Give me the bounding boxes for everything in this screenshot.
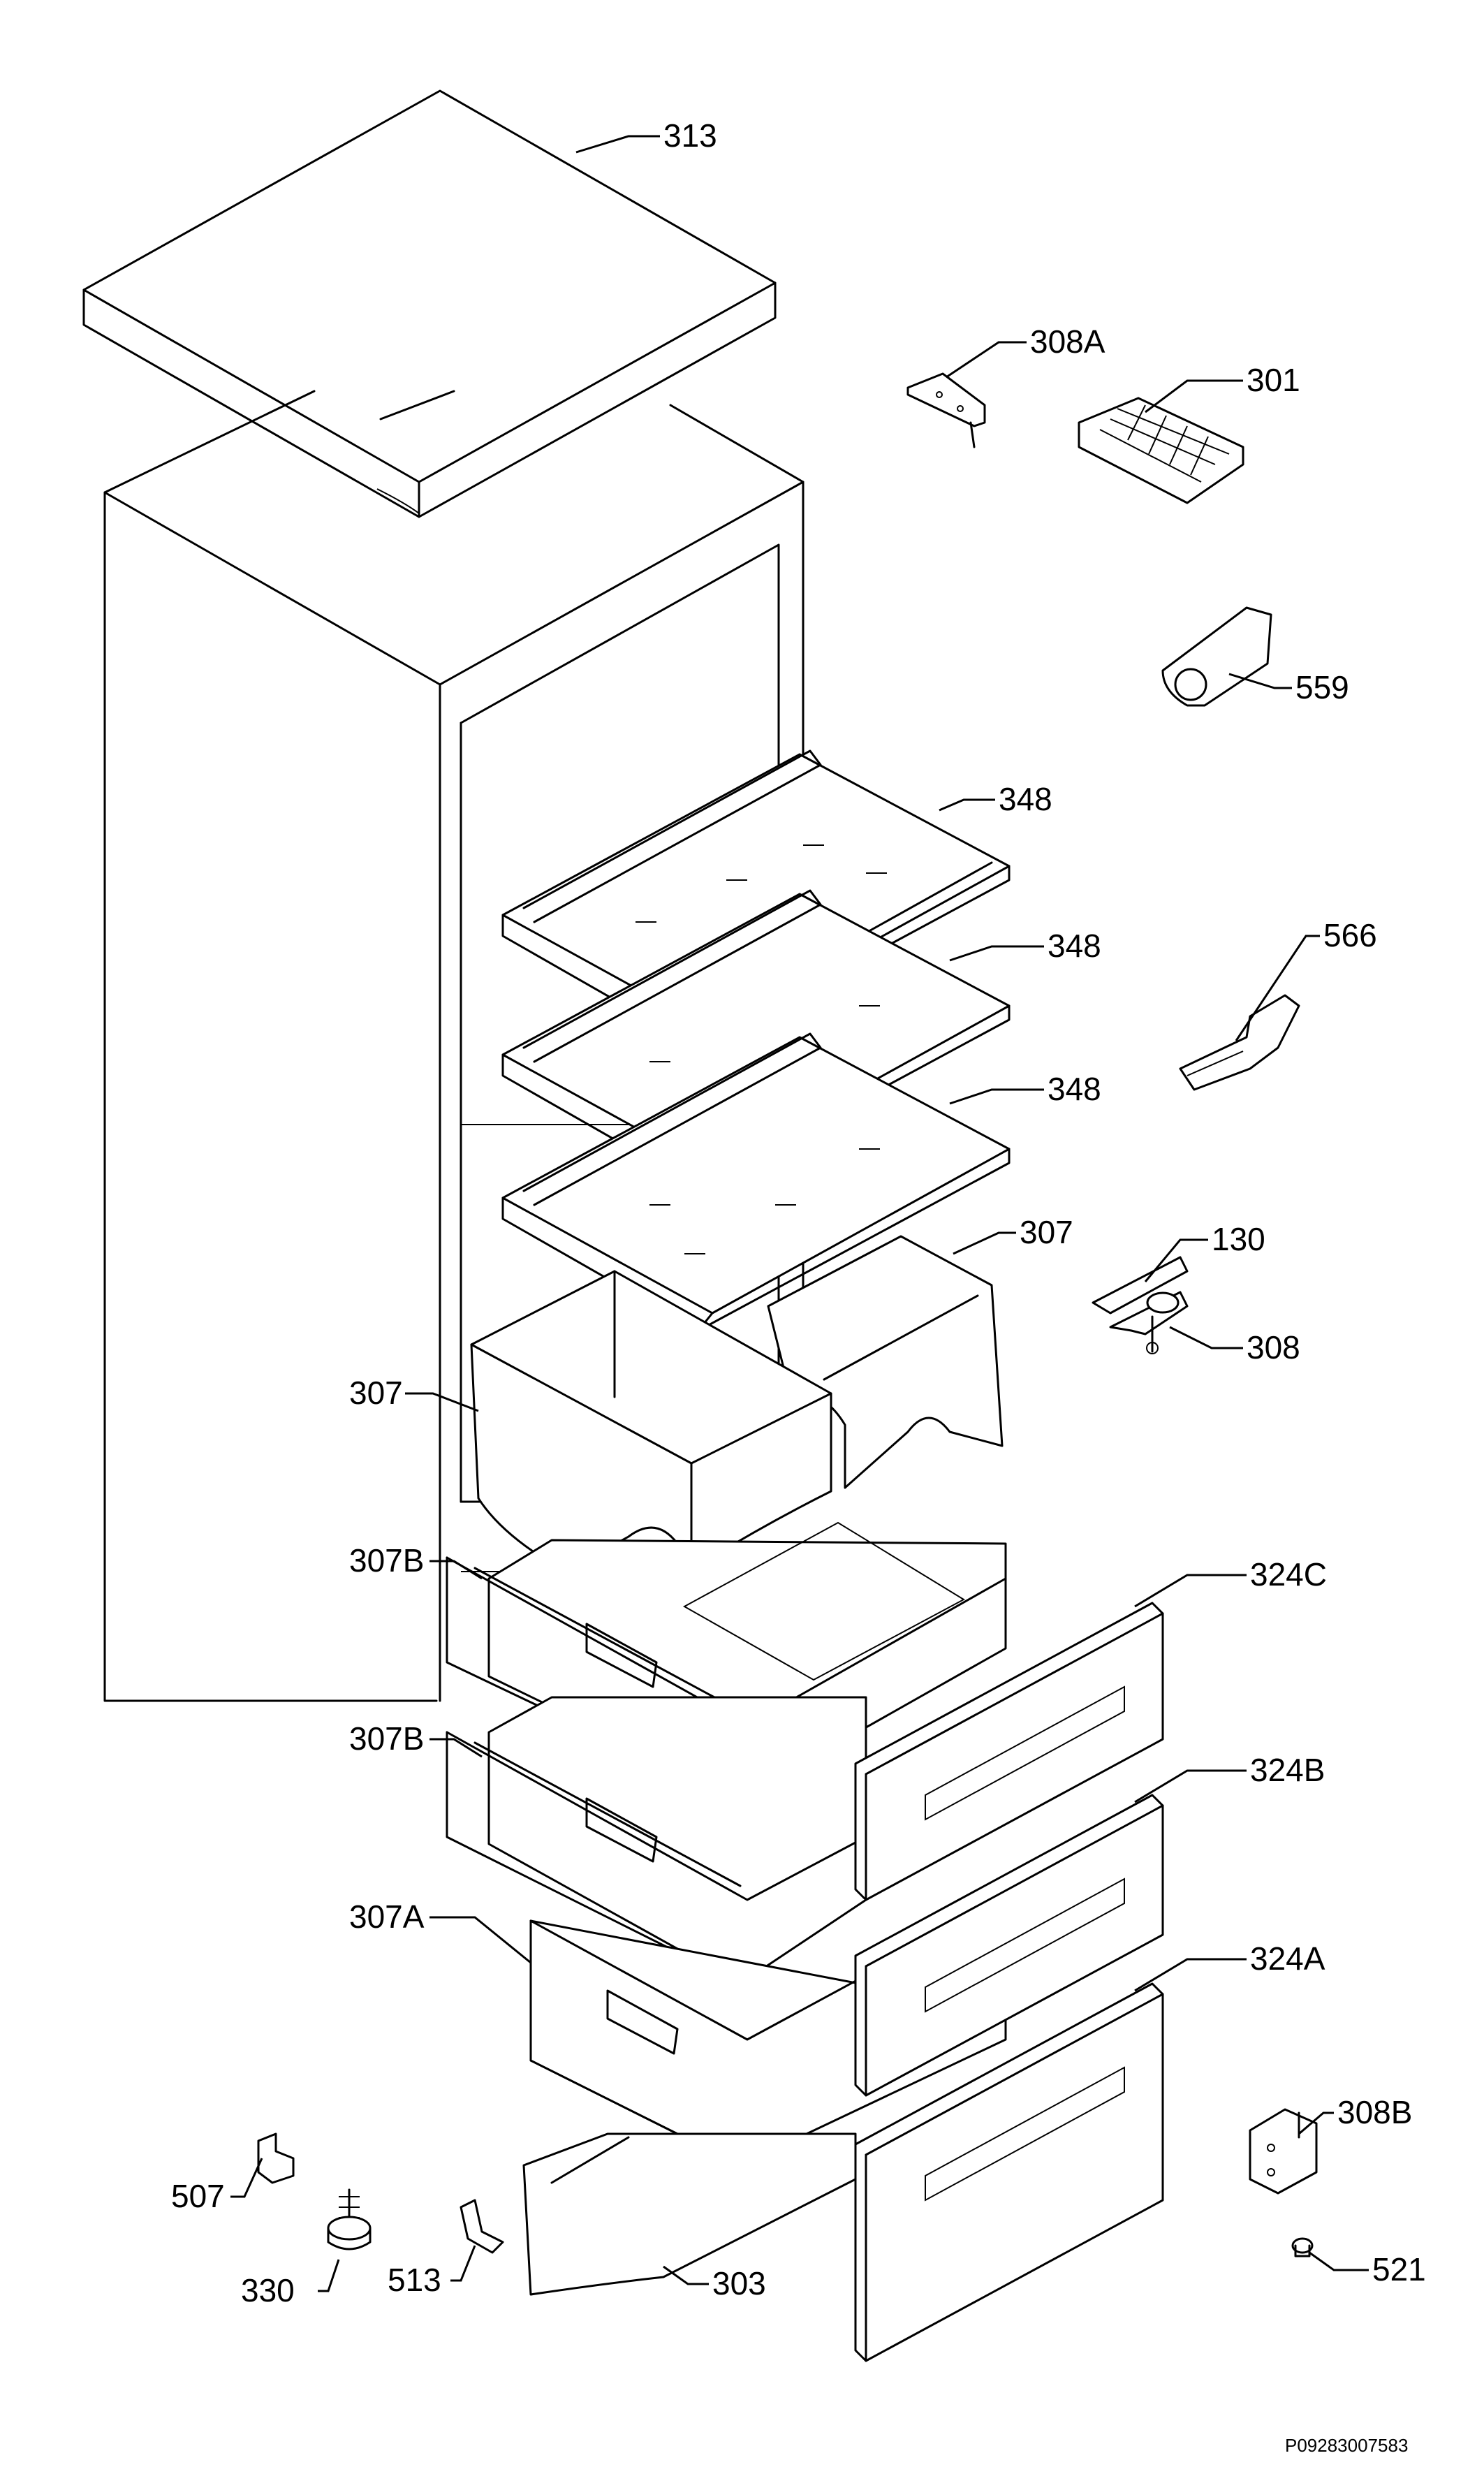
- drawing-reference-number: P09283007583: [1285, 2435, 1408, 2456]
- part-303-kick-plate: [522, 2132, 857, 2296]
- label-566: 566: [1323, 917, 1377, 953]
- leader-lines: [230, 135, 1369, 2292]
- label-507: 507: [171, 2178, 225, 2214]
- label-330: 330: [241, 2272, 295, 2308]
- label-308B: 308B: [1337, 2094, 1412, 2130]
- label-307B-upper: 307B: [349, 1542, 424, 1579]
- part-521-screw-cap: [1291, 2237, 1314, 2257]
- label-324A: 324A: [1250, 1940, 1325, 1977]
- part-130-308-hinge-assembly: [1092, 1256, 1189, 1354]
- label-307B-lower: 307B: [349, 1720, 424, 1757]
- label-313: 313: [663, 117, 717, 154]
- part-307-crisper-left: [470, 1270, 832, 1573]
- label-348-top: 348: [999, 781, 1052, 817]
- label-324C: 324C: [1250, 1556, 1327, 1593]
- label-307-left: 307: [349, 1375, 403, 1411]
- part-324C-drawer-front: [854, 1602, 1164, 1901]
- label-130: 130: [1212, 1221, 1265, 1257]
- part-308B-hinge-bracket: [1249, 2108, 1318, 2195]
- part-308A-hinge-bracket: [906, 372, 986, 448]
- part-324A-drawer-front: [854, 1982, 1164, 2362]
- part-labels: 313 308A 301 559 348 348 348 566 130 308…: [171, 117, 1426, 2308]
- label-303: 303: [712, 2265, 766, 2301]
- part-513-clip: [460, 2199, 504, 2254]
- label-308: 308: [1247, 1329, 1300, 1366]
- label-324B: 324B: [1250, 1752, 1325, 1788]
- label-308A: 308A: [1030, 323, 1105, 360]
- part-566-bracket: [1179, 994, 1300, 1091]
- part-301-ice-tray: [1078, 397, 1244, 504]
- part-307B-drawer-lower: [446, 1696, 867, 1985]
- label-307-right: 307: [1020, 1214, 1073, 1250]
- part-324B-drawer-front: [854, 1794, 1164, 2097]
- part-507-clip: [257, 2132, 295, 2184]
- label-301: 301: [1247, 362, 1300, 398]
- label-348-middle: 348: [1048, 928, 1101, 964]
- label-348-bottom: 348: [1048, 1071, 1101, 1107]
- label-307A: 307A: [349, 1898, 425, 1935]
- part-330-adjustable-foot: [327, 2188, 372, 2250]
- part-313-top-cover: [82, 89, 777, 518]
- label-559: 559: [1295, 669, 1349, 705]
- label-513: 513: [388, 2262, 441, 2298]
- label-521: 521: [1372, 2251, 1426, 2288]
- part-559-thermostat-knob-housing: [1161, 606, 1272, 707]
